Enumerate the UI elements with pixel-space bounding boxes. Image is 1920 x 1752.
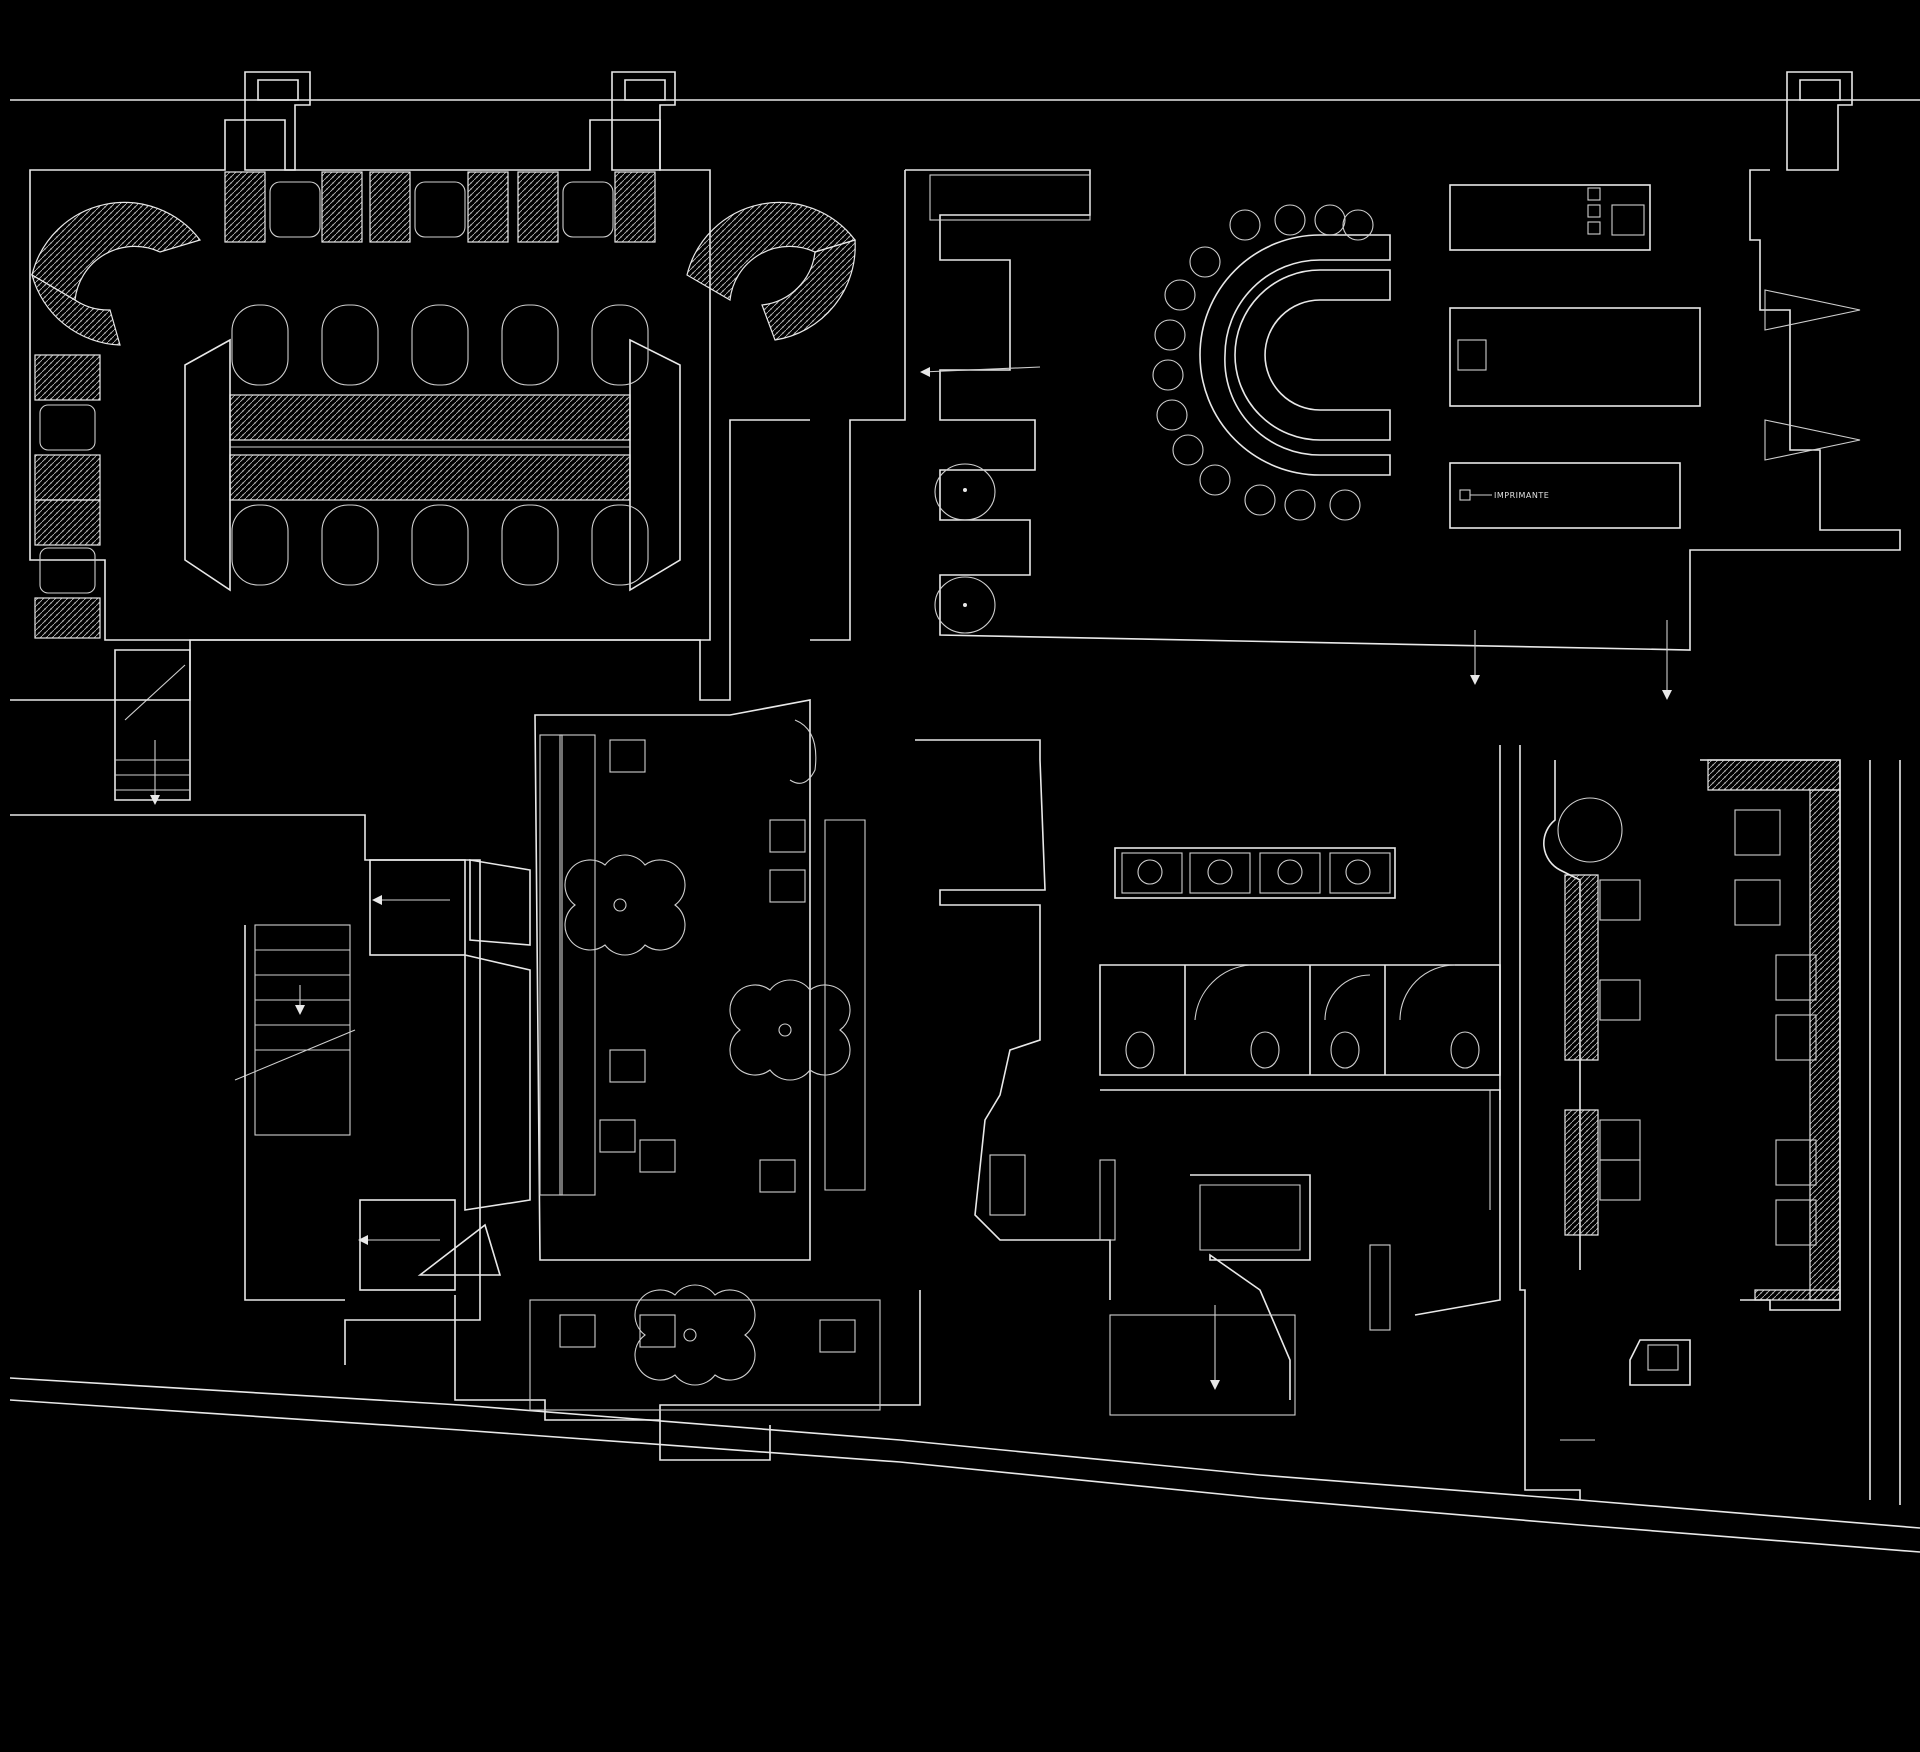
bar-stool [559, 1314, 596, 1348]
chair [411, 504, 469, 586]
bar-table [634, 1284, 756, 1386]
outer-walls [9, 71, 1920, 1553]
bar-stool [609, 739, 646, 773]
chair [231, 304, 289, 386]
bar-stool [609, 1049, 646, 1083]
chair [231, 504, 289, 586]
stool [1244, 484, 1276, 516]
office-stools [1152, 204, 1374, 521]
wc-block [915, 739, 1501, 1416]
central-bar [454, 699, 921, 1461]
stool [1284, 489, 1316, 521]
bar-table [564, 854, 686, 956]
chair [321, 304, 379, 386]
meeting-room [29, 119, 857, 641]
stool [1152, 359, 1184, 391]
chair [501, 304, 559, 386]
chair [411, 304, 469, 386]
stool [1314, 204, 1346, 236]
west-stairs [10, 419, 810, 1365]
printer-label: IMPRIMANTE [1494, 491, 1549, 500]
bar-stool [639, 1139, 676, 1173]
chair [321, 504, 379, 586]
stool [1229, 209, 1261, 241]
east-dining [1519, 745, 1901, 1505]
bar-table [729, 979, 851, 1081]
bar-stool [759, 1159, 796, 1193]
table-leg [683, 1328, 697, 1342]
sanitary-room [810, 169, 1901, 651]
stool [1199, 464, 1231, 496]
stool [1329, 489, 1361, 521]
bar-stool [819, 1319, 856, 1353]
table-leg [613, 898, 627, 912]
bar-stool [769, 869, 806, 903]
stool [1164, 279, 1196, 311]
bar-tables [559, 739, 856, 1386]
table-leg [778, 1023, 792, 1037]
meeting-chairs [231, 304, 649, 586]
stool [1189, 246, 1221, 278]
stool [1156, 399, 1188, 431]
bar-stool [639, 1314, 676, 1348]
stool [1154, 319, 1186, 351]
stool [1172, 434, 1204, 466]
chair [501, 504, 559, 586]
office-area [1199, 184, 1861, 700]
stool [1274, 204, 1306, 236]
chair [591, 504, 649, 586]
bar-stool [599, 1119, 636, 1153]
stool [1342, 209, 1374, 241]
chair [591, 304, 649, 386]
bar-stool [769, 819, 806, 853]
